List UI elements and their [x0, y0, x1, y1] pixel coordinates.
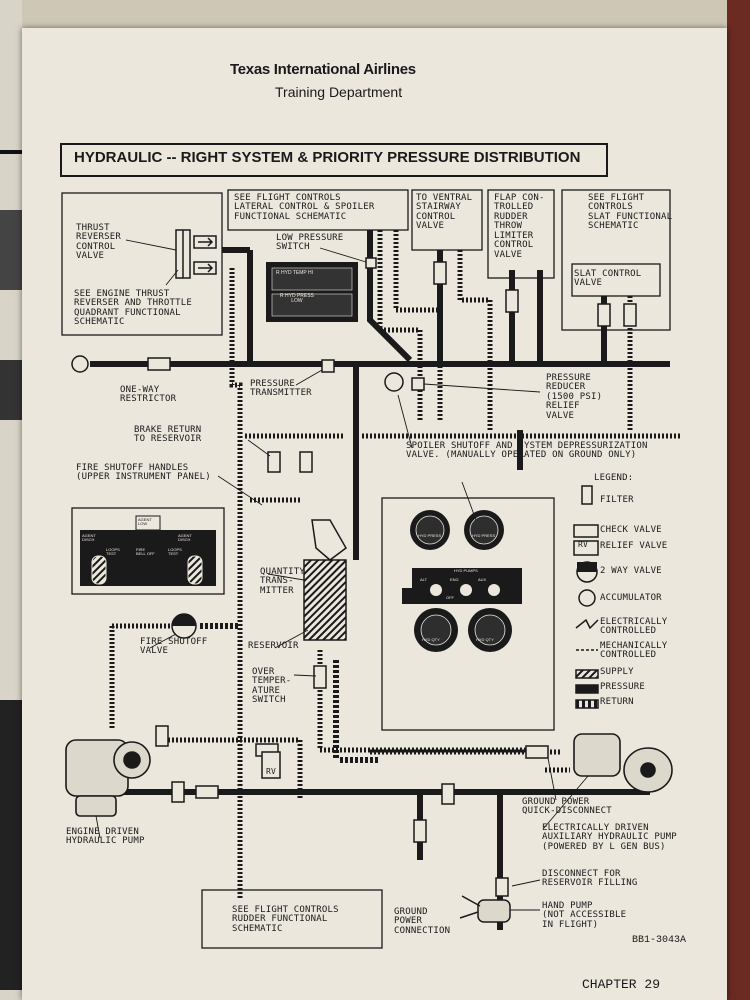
label-flap: FLAP CON- TROLLED RUDDER THROW LIMITER C…	[494, 193, 545, 260]
legend-symbols	[573, 485, 599, 709]
diagram-title: HYDRAULIC -- RIGHT SYSTEM & PRIORITY PRE…	[74, 149, 581, 166]
legend-electric: ELECTRICALLY CONTROLLED	[600, 617, 668, 637]
panel-temp-label: R HYD TEMP HI	[276, 270, 314, 276]
top-background	[0, 0, 750, 28]
fire-handles	[80, 515, 216, 586]
junction-boxes	[321, 257, 425, 391]
pump-aux: AUX	[478, 577, 487, 582]
thrust-reverser-valve	[175, 229, 191, 279]
engine-driven-pump	[65, 739, 151, 817]
ventral-box	[411, 189, 483, 251]
pumps-label: HYD PUMPS	[454, 568, 478, 573]
gauge-label-1: HYD PRESS	[418, 533, 442, 538]
legend-return: RETURN	[600, 697, 634, 707]
leader-lines	[95, 239, 589, 911]
label-over-temp: OVER TEMPER- ATURE SWITCH	[252, 667, 292, 706]
legend-supply: SUPPLY	[600, 667, 634, 677]
label-electric-pump: ELECTRICALLY DRIVEN AUXILIARY HYDRAULIC …	[542, 823, 677, 852]
gauge-label-2: HYD PRESS	[472, 533, 496, 538]
label-spoiler-shutoff: SPOILER SHUTOFF AND SYSTEM DEPRESSURIZAT…	[406, 441, 648, 461]
label-engine-thrust: SEE ENGINE THRUST REVERSER AND THROTTLE …	[74, 289, 192, 328]
legend-pressure: PRESSURE	[600, 682, 645, 692]
label-ground-connection: GROUND POWER CONNECTION	[394, 907, 451, 936]
legend-mechanical: MECHANICALLY CONTROLLED	[600, 641, 668, 661]
legend-accumulator-icon	[578, 589, 596, 607]
fire-center-top: AGENT LOW	[138, 517, 152, 527]
label-ventral: TO VENTRAL STAIRWAY CONTROL VALVE	[416, 193, 473, 232]
label-fire-handles: FIRE SHUTOFF HANDLES (UPPER INSTRUMENT P…	[76, 463, 211, 483]
legend-check-icon	[573, 524, 599, 538]
fire-light-left: AGENT DISCH	[82, 533, 96, 543]
lateral-control-box	[227, 189, 409, 231]
fire-handle-panel	[71, 507, 225, 595]
label-slat-valve: SLAT CONTROL VALVE	[574, 269, 642, 289]
label-pressure-reducer: PRESSURE REDUCER (1500 PSI) RELIEF VALVE	[546, 373, 603, 421]
fire-light-right: AGENT DISCH	[178, 533, 192, 543]
legend-rv-icon	[573, 540, 599, 556]
legend-2way: 2 WAY VALVE	[600, 566, 662, 576]
fire-center-mid: FIRE BELL OFF	[136, 547, 155, 557]
label-one-way: ONE-WAY RESTRICTOR	[120, 385, 177, 405]
label-reservoir: RESERVOIR	[248, 641, 299, 651]
check-valves	[147, 235, 637, 843]
label-brake-return: BRAKE RETURN TO RESERVOIR	[134, 425, 202, 445]
electric-aux-pump	[573, 733, 673, 793]
label-hand-pump: HAND PUMP (NOT ACCESSIBLE IN FLIGHT)	[542, 901, 627, 930]
gauge-label-4: HYD QTY	[476, 637, 494, 642]
accumulators	[71, 355, 509, 897]
legend-supply-icon	[575, 669, 599, 679]
slat-valve-box	[571, 263, 661, 297]
label-lateral-control: SEE FLIGHT CONTROLS LATERAL CONTROL & SP…	[234, 193, 375, 222]
supply-lines	[200, 623, 380, 763]
hand-pump	[459, 895, 511, 923]
chapter-label: CHAPTER 29	[582, 977, 661, 992]
pump-eng: ENG	[450, 577, 459, 582]
drawing-code: BB1-3043A	[632, 935, 687, 946]
fire-loops-right: LOOPS TEST	[168, 547, 182, 557]
previous-page-edge	[0, 0, 22, 1000]
legend-check: CHECK VALVE	[600, 525, 662, 535]
pump-off: OFF	[446, 595, 454, 600]
label-rudder: SEE FLIGHT CONTROLS RUDDER FUNCTIONAL SC…	[232, 905, 339, 934]
panel-press-label: R HYD PRESS LOW	[280, 293, 314, 305]
legend-electric-icon	[575, 618, 599, 630]
legend-rv-symbol: RV	[578, 540, 589, 549]
book-cover-edge	[727, 0, 750, 1000]
legend-pressure-icon	[575, 684, 599, 694]
title-box	[60, 143, 608, 177]
gauge-label-3: HYD QTY	[422, 637, 440, 642]
label-engine-pump: ENGINE DRIVEN HYDRAULIC PUMP	[66, 827, 145, 847]
rv-valve	[261, 751, 281, 779]
label-disconnect: DISCONNECT FOR RESERVOIR FILLING	[542, 869, 638, 889]
manual-page: Texas International Airlines Training De…	[22, 28, 727, 1000]
label-rv: RV	[266, 767, 277, 776]
annunciator-panel	[266, 262, 358, 322]
legend-relief: RELIEF VALVE	[600, 541, 668, 551]
label-slat-schematic: SEE FLIGHT CONTROLS SLAT FUNCTIONAL SCHE…	[588, 193, 673, 232]
label-pressure-transmitter: PRESSURE TRANSMITTER	[250, 379, 312, 399]
label-thrust-reverser: THRUST REVERSER CONTROL VALVE	[76, 223, 121, 262]
fire-loops-left: LOOPS TEST	[106, 547, 120, 557]
pump-alt: ALT	[420, 577, 428, 582]
label-fire-valve: FIRE SHUTOFF VALVE	[140, 637, 208, 657]
slat-box	[561, 189, 671, 331]
airline-name: Texas International Airlines	[230, 61, 416, 78]
thrust-reverser-box	[61, 192, 223, 336]
callout-boxes	[61, 189, 671, 949]
legend-filter-icon	[581, 485, 593, 505]
label-low-pressure-switch: LOW PRESSURE SWITCH	[276, 233, 344, 253]
hydraulic-schematic	[61, 189, 680, 949]
legend-accumulator: ACCUMULATOR	[600, 593, 662, 603]
label-quantity-transmitter: QUANTITY TRANS- MITTER	[260, 567, 305, 596]
rudder-box	[201, 889, 383, 949]
legend-title: LEGEND:	[594, 473, 634, 483]
legend-filter: FILTER	[600, 495, 634, 505]
label-ground-power-qd: GROUND POWER QUICK-DISCONNECT	[522, 797, 612, 817]
flap-box	[487, 189, 555, 279]
hyd-panel-gauges	[402, 510, 522, 652]
fire-shutoff-valve	[171, 613, 197, 639]
legend-return-icon	[575, 699, 599, 709]
department-name: Training Department	[275, 84, 403, 100]
reservoir-tank	[303, 519, 347, 641]
